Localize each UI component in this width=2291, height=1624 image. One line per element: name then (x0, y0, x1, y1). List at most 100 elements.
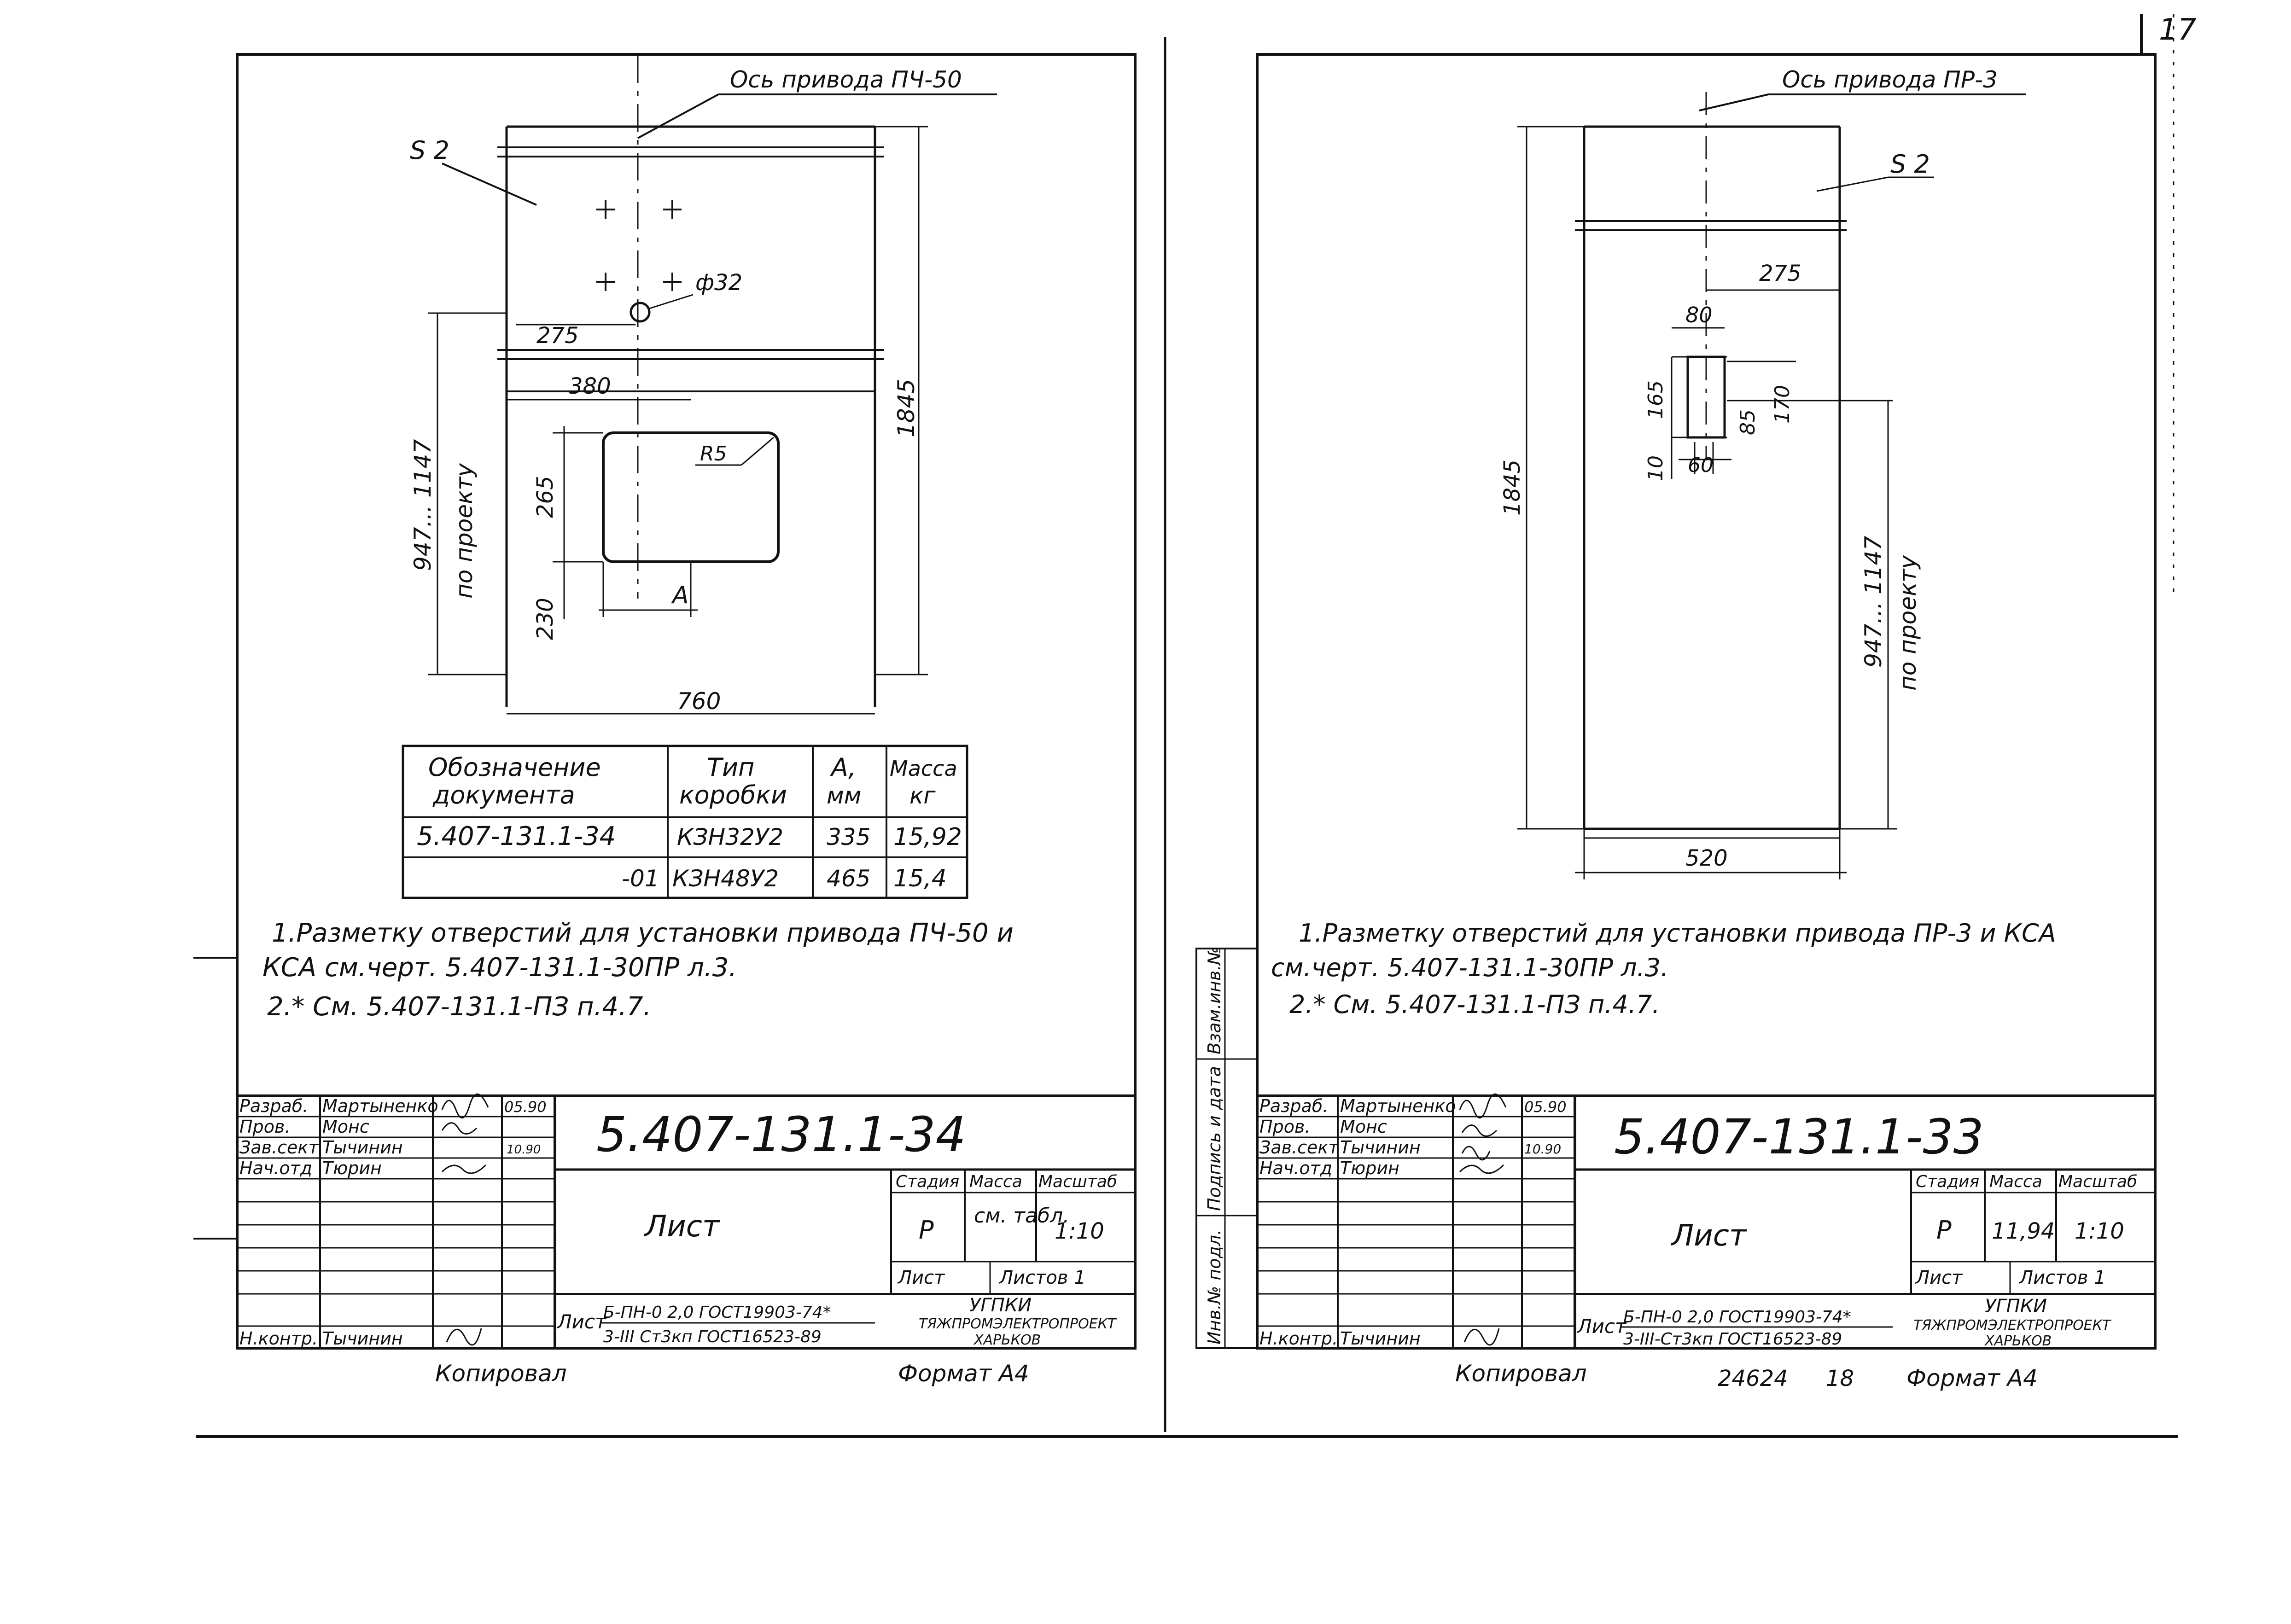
right-dim-85: 85 (1736, 409, 1760, 435)
right-sheet-label: Лист (1915, 1267, 1963, 1288)
right-dim-275: 275 (1759, 261, 1801, 286)
page-number: 17 (2159, 13, 2197, 47)
left-name-2: Монс (322, 1117, 369, 1137)
right-format: Формат А4 (1906, 1365, 2038, 1391)
right-name-1: Мартыненко (1340, 1096, 1456, 1116)
left-hole-label: ф32 (695, 270, 742, 296)
right-role-5: Н.контр. (1259, 1328, 1338, 1349)
left-signature-1 (441, 1093, 489, 1119)
right-col-stage: Стадия (1916, 1172, 1979, 1191)
left-role-4: Нач.отд (239, 1158, 312, 1178)
left-dim-947: 947... 1147 (409, 439, 436, 571)
right-signature-4 (1459, 1164, 1504, 1174)
table-header-a-2: мм (827, 782, 861, 809)
left-sheet: Ось привода ПЧ-50 S 2 ф32 27 (193, 53, 1137, 1387)
right-signature-5 (1463, 1328, 1500, 1346)
table-header-designation-2: документа (432, 780, 575, 809)
left-date-2: 10.90 (507, 1143, 541, 1157)
left-r5: R5 (700, 442, 727, 466)
left-dim-230: 230 (532, 598, 558, 640)
right-date-2: 10.90 (1524, 1141, 1561, 1157)
right-mass: 11,94 (1992, 1218, 2055, 1244)
right-scale: 1:10 (2075, 1218, 2124, 1244)
side-label-2: Подпись и дата (1204, 1066, 1224, 1211)
left-spec-table: Обозначение документа Тип коробки А, мм … (402, 745, 968, 899)
left-col-scale: Масштаб (1038, 1172, 1117, 1191)
right-note-2: см.черт. 5.407-131.1-30ПР л.3. (1271, 953, 1668, 982)
table-header-type-1: Тип (707, 753, 754, 782)
left-signature-3 (441, 1164, 487, 1174)
right-dim-80: 80 (1685, 303, 1713, 327)
table-header-a-1: А, (830, 753, 856, 782)
left-col-mass: Масса (969, 1172, 1022, 1191)
table-header-designation-1: Обозначение (428, 753, 601, 782)
table-row2-mass: 15,4 (893, 865, 947, 892)
left-part-outline (497, 55, 884, 707)
table-row1-designation: 5.407-131.1-34 (417, 821, 616, 851)
right-name-3: Тычинин (1340, 1137, 1421, 1158)
left-cutout (602, 431, 780, 563)
right-col-scale: Масштаб (2058, 1172, 2137, 1191)
left-dim-265: 265 (532, 476, 558, 518)
right-date-1: 05.90 (1524, 1098, 1567, 1116)
right-axis-label: Ось привода ПР-3 (1782, 66, 1998, 93)
left-hole (630, 302, 651, 323)
left-note-2: КСА см.черт. 5.407-131.1-30ПР л.3. (262, 953, 737, 983)
left-name-5: Тычинин (322, 1328, 403, 1349)
right-org-1: УГПКИ (1985, 1296, 2047, 1317)
left-dim-a: А (671, 582, 689, 609)
left-role-1: Разраб. (239, 1096, 308, 1116)
right-sheet: Ось привода ПР-3 S 2 275 80 165 10 85 (1195, 53, 2157, 1391)
left-sheet-label: Лист (897, 1267, 945, 1288)
right-role-4: Нач.отд (1259, 1158, 1332, 1178)
right-name-4: Тюрин (1340, 1158, 1399, 1178)
right-note-3: 2.* См. 5.407-131.1-ПЗ п.4.7. (1289, 990, 1660, 1019)
left-material-bottom: 3-III Ст3кп ГОСТ16523-89 (603, 1327, 822, 1346)
right-dim-170: 170 (1771, 385, 1794, 424)
right-order: 24624 (1718, 1366, 1788, 1391)
right-material-top: Б-ПН-0 2,0 ГОСТ19903-74* (1623, 1308, 1851, 1327)
table-header-mass-2: кг (909, 782, 936, 809)
left-stage: Р (919, 1216, 934, 1245)
table-header-mass-1: Масса (890, 756, 957, 781)
left-dim-760: 760 (677, 688, 721, 715)
right-po-proektu: по проекту (1895, 555, 1921, 691)
left-axis-label: Ось привода ПЧ-50 (730, 66, 962, 93)
right-signature-1 (1459, 1093, 1507, 1119)
right-side-strip: Взам.инв.№ Подпись и дата Инв.№ подл. (1195, 947, 1258, 1349)
right-title-block: Разраб. Пров. Зав.сект Нач.отд Н.контр. … (1257, 1093, 2155, 1349)
left-format: Формат А4 (898, 1360, 1029, 1387)
left-title-block: Разраб. Пров. Зав.сект Нач.отд Н.контр. … (193, 957, 1135, 1349)
left-role-2: Пров. (239, 1117, 290, 1137)
right-order-sheet: 18 (1826, 1366, 1854, 1391)
right-s2-label: S 2 (1890, 150, 1930, 179)
right-copied: Копировал (1455, 1360, 1587, 1387)
right-dim-1845: 1845 (1499, 460, 1525, 516)
left-name-3: Тычинин (322, 1137, 403, 1158)
right-dim-520: 520 (1685, 845, 1728, 871)
left-org-2: ТЯЖПРОМЭЛЕКТРОПРОЕКТ (919, 1316, 1117, 1332)
left-org-3: ХАРЬКОВ (973, 1332, 1041, 1348)
left-dim-380: 380 (569, 373, 611, 399)
right-role-3: Зав.сект (1259, 1137, 1339, 1158)
left-name-1: Мартыненко (322, 1096, 438, 1116)
right-col-mass: Масса (1989, 1172, 2042, 1191)
left-name-4: Тюрин (322, 1158, 382, 1178)
left-po-proektu: по проекту (451, 463, 478, 599)
right-org-3: ХАРЬКОВ (1984, 1333, 2052, 1349)
left-sheet-frame (236, 53, 1137, 1350)
left-col-stage: Стадия (896, 1172, 959, 1191)
table-row2-type: КЗН48У2 (672, 865, 779, 892)
right-material-bottom: 3-III-Ст3кп ГОСТ16523-89 (1623, 1330, 1842, 1349)
side-label-3: Инв.№ подл. (1204, 1229, 1224, 1345)
left-date-1: 05.90 (504, 1098, 547, 1116)
right-role-1: Разраб. (1259, 1096, 1328, 1116)
table-row2-designation: -01 (622, 865, 659, 892)
left-crosses (596, 200, 682, 291)
right-material-prefix: Лист (1576, 1315, 1627, 1338)
right-name-2: Монс (1340, 1117, 1387, 1137)
right-signature-2 (1461, 1124, 1498, 1137)
right-dim-60: 60 (1688, 454, 1714, 477)
